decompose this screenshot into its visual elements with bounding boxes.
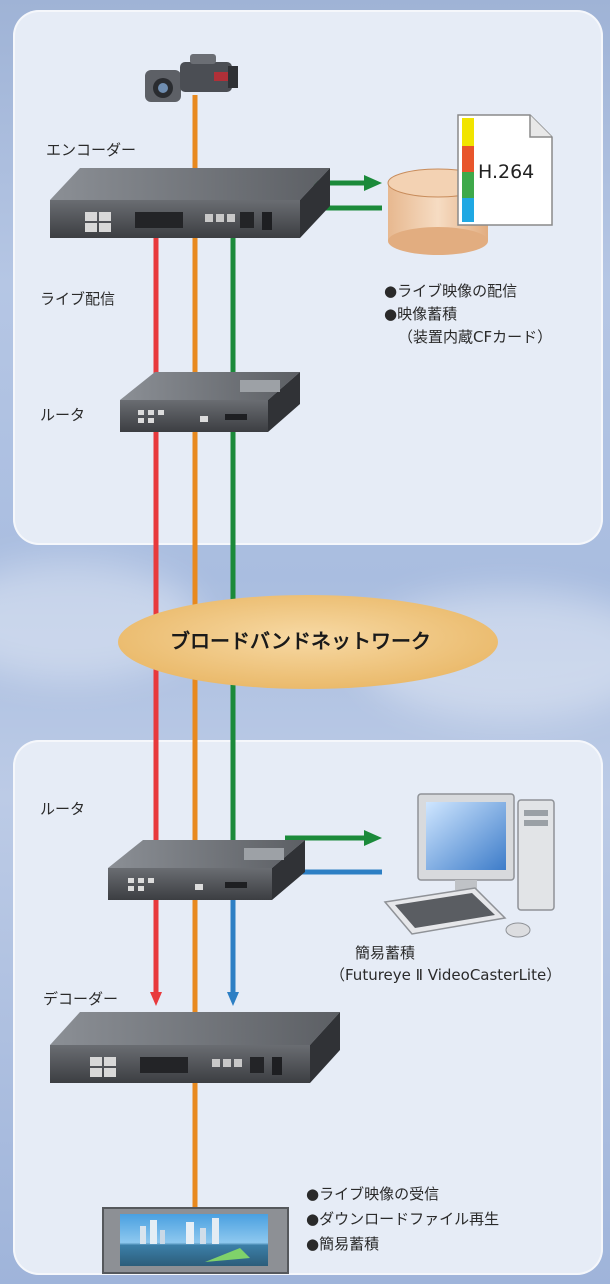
bottom-router-device xyxy=(108,840,305,900)
camera-icon xyxy=(145,54,238,102)
decoder-device xyxy=(50,1012,340,1083)
network-cloud xyxy=(118,595,498,689)
pc-caption: 簡易蓄積 xyxy=(355,944,416,962)
feature-item: ●映像蓄積 xyxy=(384,305,458,323)
encoder-device xyxy=(50,168,330,238)
top-router-device xyxy=(120,372,300,432)
format-label: H.264 xyxy=(478,161,535,183)
decoder-label: デコーダー xyxy=(43,990,119,1008)
feature-item: （装置内蔵CFカード） xyxy=(398,328,553,346)
router-label: ルータ xyxy=(40,406,86,424)
tv-monitor-icon xyxy=(102,1207,289,1274)
network-label: ブロードバンドネットワーク xyxy=(170,629,431,653)
sender-panel xyxy=(13,10,603,545)
feature-item: ●ライブ映像の受信 xyxy=(306,1185,440,1203)
feature-item: ●簡易蓄積 xyxy=(306,1235,380,1253)
live-distribution-label: ライブ配信 xyxy=(40,290,116,308)
h264-document-icon xyxy=(457,114,553,226)
feature-item: ●ライブ映像の配信 xyxy=(384,282,518,300)
blue-arrowhead xyxy=(227,992,239,1006)
feature-item: ●ダウンロードファイル再生 xyxy=(306,1210,500,1228)
green-arrowhead xyxy=(364,830,382,846)
pc-icon xyxy=(383,793,555,938)
pc-caption: （Futureye Ⅱ VideoCasterLite） xyxy=(330,966,562,984)
encoder-label: エンコーダー xyxy=(46,141,137,159)
green-arrowhead xyxy=(364,175,382,191)
router-label: ルータ xyxy=(40,800,86,818)
red-arrowhead xyxy=(150,992,162,1006)
